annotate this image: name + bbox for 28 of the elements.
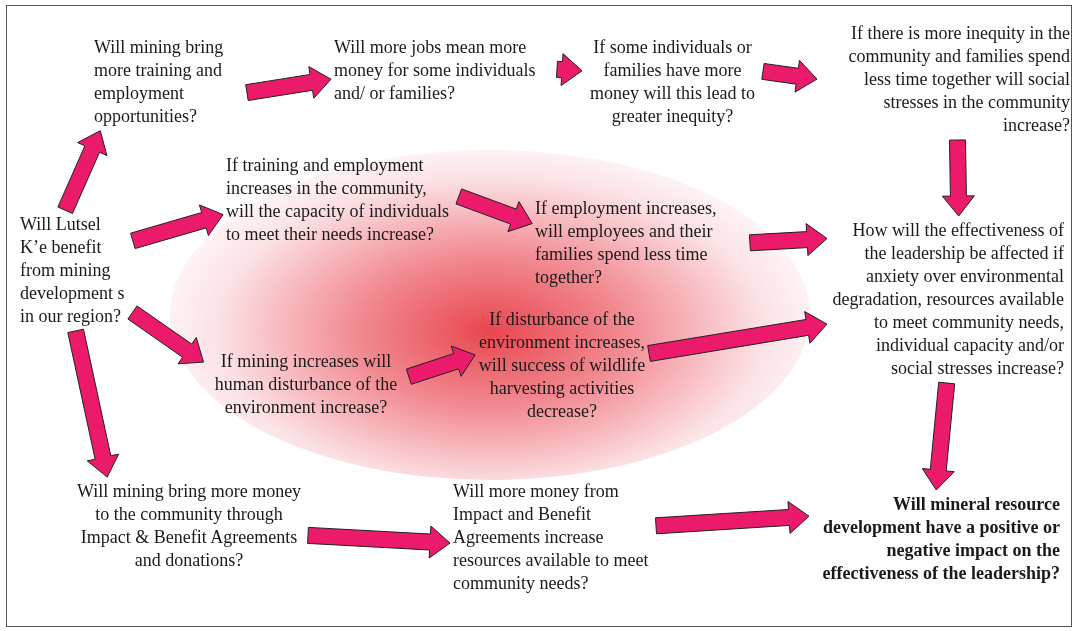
block-arrow <box>655 501 810 535</box>
block-arrow <box>941 139 975 217</box>
question-text: Will mineral resource development have a positive or negative impact on the effectiveness of the leadership? <box>812 493 1060 585</box>
block-arrow <box>245 66 332 101</box>
question-text: If employment increases, will employees and their families spend less time together? <box>535 197 747 289</box>
block-arrow <box>307 525 451 559</box>
question-text: If disturbance of the environment increases, will success of wildlife harvesting activities decrease? <box>478 308 646 423</box>
block-arrow <box>761 59 818 93</box>
block-arrow <box>67 328 120 478</box>
question-text: If training and employment increases in the community, will the capacity of individuals to meet their needs increase? <box>226 154 456 246</box>
block-arrow <box>127 305 204 365</box>
question-text: If some individuals or families have more money will this lead to greater inequity? <box>585 36 760 128</box>
question-text: If there is more inequity in the community and families spend less time together will social stresses in the community increase? <box>820 22 1070 137</box>
block-arrow <box>455 188 533 233</box>
block-arrow <box>647 311 828 362</box>
question-text: Will more money from Impact and Benefit Agreements increase resources available to meet community needs? <box>453 480 653 595</box>
block-arrow <box>130 204 224 250</box>
question-text: Will mining bring more training and employment opportunities? <box>94 36 244 128</box>
block-arrow <box>57 130 108 214</box>
question-text: Will Lutsel K’e benefit from mining development s in our region? <box>20 213 130 328</box>
block-arrow <box>556 53 583 87</box>
block-arrow <box>405 345 476 385</box>
question-text: How will the effectiveness of the leadership be affected if anxiety over environmental degradation, resources available to meet community needs, individual capacity and/or social stresses increase? <box>830 219 1064 380</box>
question-text: Will mining bring more money to the community through Impact & Benefit Agreements and donations? <box>73 480 305 572</box>
question-text: If mining increases will human disturbance of the environment increase? <box>206 350 406 419</box>
block-arrow <box>921 381 956 491</box>
question-text: Will more jobs mean more money for some individuals and/ or families? <box>334 36 554 105</box>
block-arrow <box>749 223 828 257</box>
